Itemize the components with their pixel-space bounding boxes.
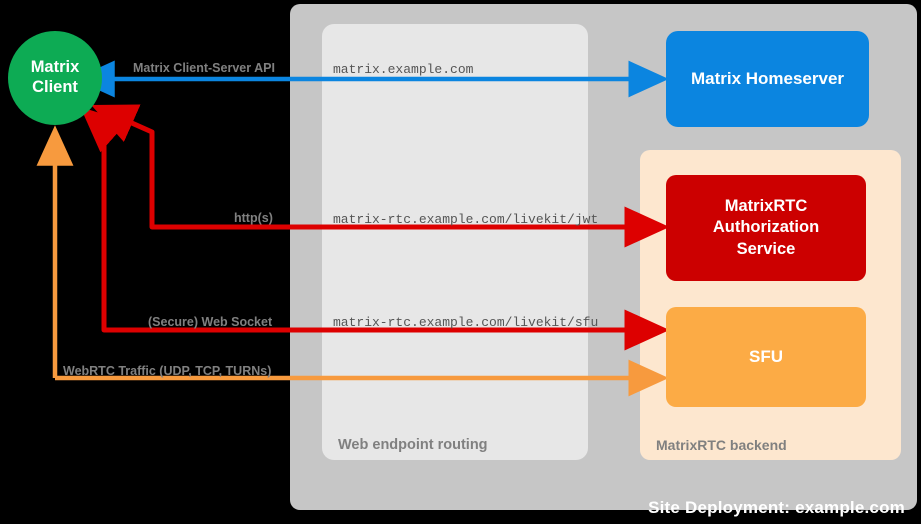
node-matrix-client[interactable]: Matrix Client [8,31,102,125]
url-label-matrix: matrix.example.com [333,62,474,77]
edge-label-https: http(s) [234,211,273,225]
auth-service-label-line2: Authorization [712,218,820,237]
matrix-client-label-line2: Client [32,78,78,96]
node-matrix-homeserver[interactable]: Matrix Homeserver [666,31,869,127]
edge-label-webrtc: WebRTC Traffic (UDP, TCP, TURNs) [63,364,272,378]
edge-label-client-server-api: Matrix Client-Server API [133,61,275,75]
edge-webrtc-to-sfu [36,125,669,397]
site-deployment-label: Site Deployment: example.com [648,498,905,517]
edge-websocket-to-sfu [80,107,670,351]
web-endpoint-routing-label: Web endpoint routing [338,437,488,453]
sfu-label: SFU [749,347,783,366]
url-label-livekit-jwt: matrix-rtc.example.com/livekit/jwt [333,212,599,227]
edge-https-to-auth-service [91,104,670,248]
node-matrixrtc-authorization-service[interactable]: MatrixRTC Authorization Service [666,175,866,281]
edge-label-websocket: (Secure) Web Socket [148,315,273,329]
node-sfu[interactable]: SFU [666,307,866,407]
url-label-livekit-sfu: matrix-rtc.example.com/livekit/sfu [333,315,599,330]
matrix-client-label-line1: Matrix [30,58,80,77]
auth-service-label-line1: MatrixRTC [724,197,808,216]
homeserver-label: Matrix Homeserver [690,69,845,88]
matrixrtc-backend-label: MatrixRTC backend [656,437,787,453]
auth-service-label-line3: Service [736,239,796,258]
